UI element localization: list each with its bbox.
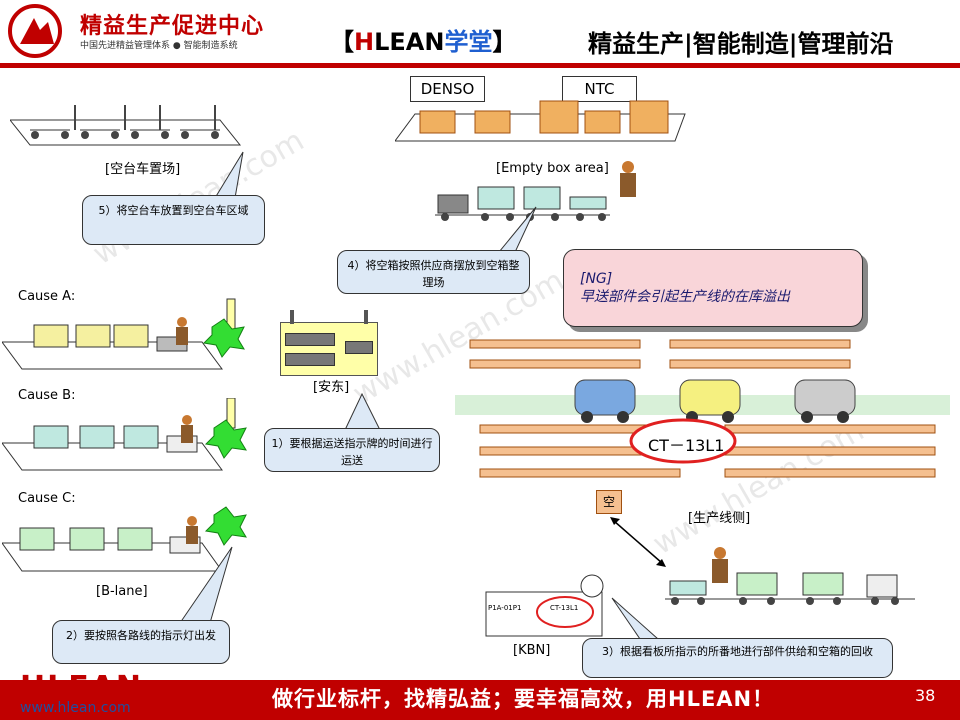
empty-box-area-illustration — [395, 100, 686, 142]
page-number: 38 — [915, 686, 936, 705]
kanban-board-illustration — [485, 574, 604, 637]
empty-carts-illustration — [10, 105, 242, 146]
cause-c-label: Cause C: — [18, 491, 76, 506]
callout-step-4: 4）将空箱按照供应商摆放到空箱整理场 — [337, 250, 530, 294]
cause-a-train-illustration — [2, 298, 245, 370]
cause-b-label: Cause B: — [18, 388, 76, 403]
empty-cart-area-label: [空台车置场] — [105, 162, 181, 177]
footer-logo: HLEAN — [20, 670, 144, 705]
callout-step-3: 3）根据看板所指示的所番地进行部件供给和空箱的回收 — [582, 638, 893, 678]
supplier-ntc-label: NTC — [562, 76, 637, 102]
delivery-train-illustration — [665, 547, 915, 605]
supplier-denso-label: DENSO — [410, 76, 485, 102]
footer-bar — [0, 680, 960, 720]
kanban-card-highlight — [536, 596, 594, 628]
b-lane-label: [B-lane] — [96, 584, 148, 599]
andon-light-posts — [290, 310, 368, 324]
tugger-train-empty-boxes — [435, 161, 636, 221]
line-side-label: [生产线侧] — [688, 511, 751, 526]
callout-pointer — [214, 151, 244, 199]
cause-c-train-illustration — [2, 506, 247, 572]
callout-step-1: 1）要根据运送指示牌的时间进行运送 — [264, 428, 440, 472]
callout-step-2: 2）要按照各路线的指示灯出发 — [52, 620, 230, 664]
header-divider — [0, 63, 960, 68]
brand-logo-mark — [20, 18, 54, 44]
brand-subtitle: 中国先进精益管理体系 ● 智能制造系统 — [80, 41, 238, 51]
empty-box-area-label: [Empty box area] — [496, 161, 609, 176]
hlean-academy-title: 【HLEAN学堂】 — [330, 28, 517, 56]
callout-step-5: 5）将空台车放置到空台车区域 — [82, 195, 265, 245]
brand-title: 精益生产促进中心 — [80, 14, 265, 39]
callout-pointer — [179, 546, 233, 624]
cause-a-label: Cause A: — [18, 289, 76, 304]
callout-pointer — [611, 597, 660, 640]
production-line-shelves-illustration — [455, 339, 950, 478]
ng-text: 早送部件会引起生产线的在库溢出 — [580, 289, 790, 305]
header-tagline: 精益生产|智能制造|管理前沿 — [588, 30, 894, 58]
kbn-label: [KBN] — [513, 643, 551, 658]
andon-label: [安东] — [313, 380, 350, 395]
cause-b-train-illustration — [2, 398, 247, 471]
ng-warning-box: [NG] 早送部件会引起生产线的在库溢出 — [563, 249, 863, 327]
ct-code-highlight — [629, 418, 737, 464]
kanban-card-a: P1A-01P1 — [488, 604, 522, 612]
two-way-arrow-icon — [610, 517, 666, 567]
ng-tag: [NG] — [580, 271, 613, 287]
kanban-card-b: CT-13L1 — [550, 604, 579, 612]
brand-logo — [8, 4, 62, 58]
footer-url: www.hlean.com — [20, 700, 131, 716]
andon-board — [280, 322, 378, 376]
empty-slot-marker: 空 — [596, 490, 622, 514]
footer-slogan: 做行业标杆，找精弘益；要幸福高效，用HLEAN！ — [272, 687, 775, 711]
callout-pointer — [344, 392, 381, 431]
ct-code-label: CT－13L1 — [648, 436, 725, 455]
